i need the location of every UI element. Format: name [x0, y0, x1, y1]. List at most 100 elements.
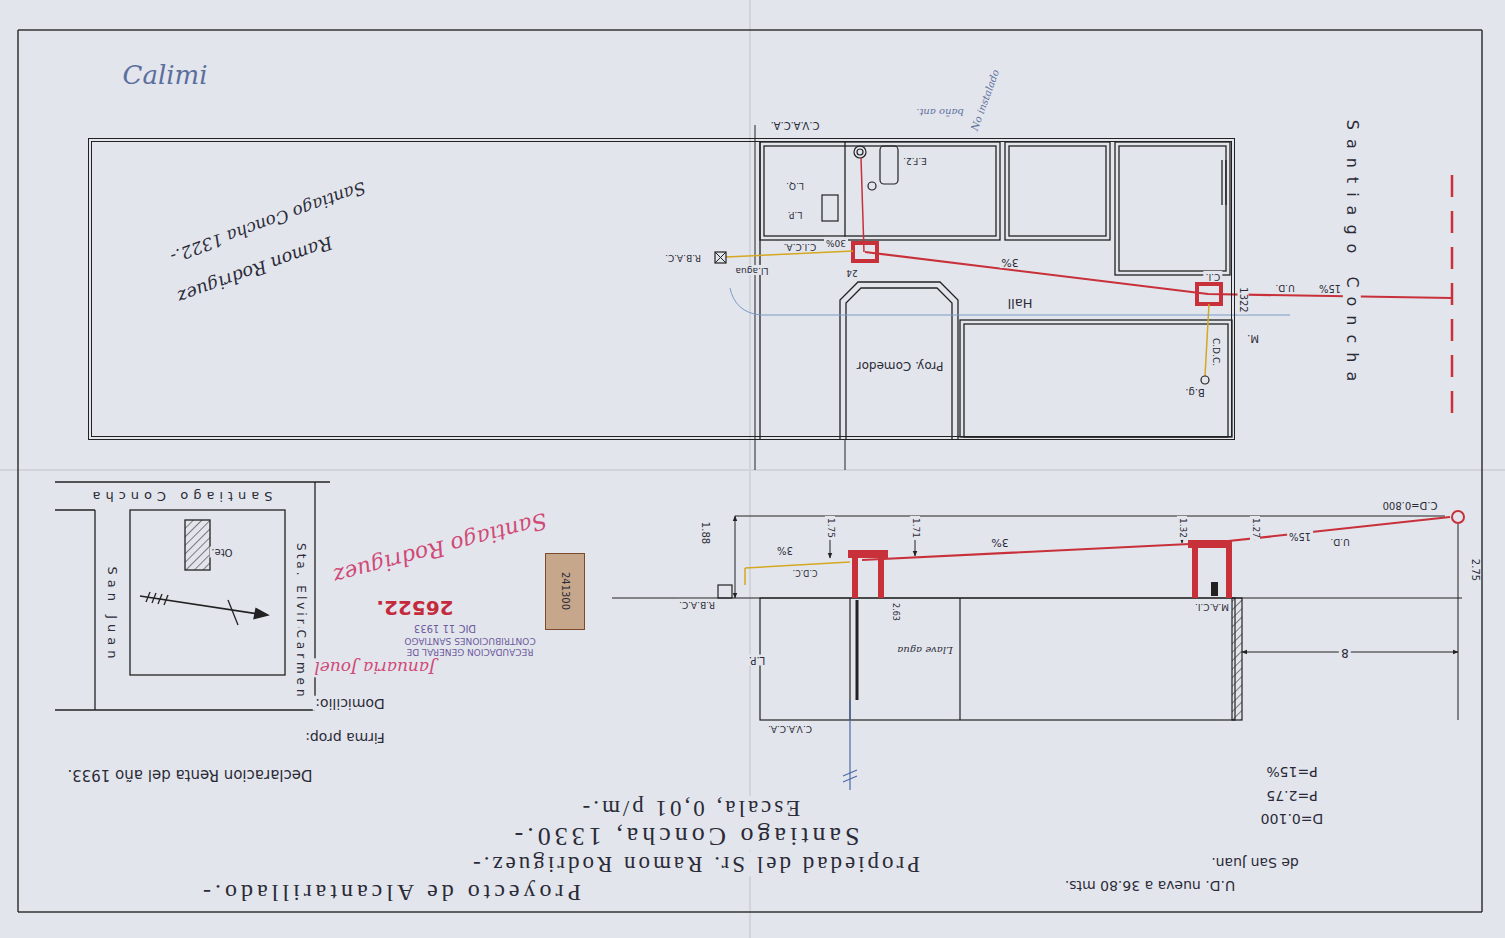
plan-walls-part — [1009, 146, 1106, 236]
plan-annotation: 3% — [775, 545, 795, 556]
plan-walls-part — [760, 142, 1000, 240]
sanitary-fixtures-part — [880, 146, 898, 184]
sewer-pipes-plan-part — [715, 252, 726, 263]
manhole-section-part — [1188, 540, 1232, 548]
sewer-pipes-plan — [715, 158, 1452, 425]
plan-annotation: Escala, 0,01 p/m.- — [578, 795, 803, 820]
plan-annotation: Propiedad del Sr. Ramon Rodriguez.- — [468, 851, 922, 876]
plan-annotation: Santiago Concha — [85, 489, 274, 503]
sanitary-fixtures-part — [822, 195, 838, 221]
revenue-stamp: 241300 — [545, 553, 585, 630]
plan-annotation: Sta. Elvira — [293, 541, 306, 639]
plan-annotation: C.I. — [1204, 271, 1223, 281]
plan-annotation: U.D. — [1328, 536, 1351, 546]
plan-walls-part — [1115, 142, 1230, 275]
sheet-frame-part — [18, 29, 1482, 31]
plan-annotation: Santiago Concha, 1330.- — [508, 822, 861, 851]
plan-annotation: Declaracion Renta del año 1933. — [65, 767, 314, 784]
sanitary-fixtures-part — [868, 182, 876, 190]
location-map-part — [130, 510, 285, 675]
section-drawing-part — [760, 598, 1235, 720]
manhole-section-part — [1211, 582, 1218, 596]
plan-annotation: D=0.100 — [1259, 810, 1326, 825]
plan-annotation: C.D.C. — [791, 568, 820, 577]
plan-annotation: San Juan — [105, 565, 119, 666]
sewer-pipes-plan-part — [853, 243, 877, 261]
location-map-part — [55, 481, 330, 482]
plan-annotation: Santiago Rodriguez — [329, 507, 552, 588]
plan-annotation: Llave agua — [895, 645, 954, 656]
plan-annotation: C.D=0.800 — [1381, 500, 1440, 511]
plan-walls-part — [845, 440, 846, 470]
sanitary-fixtures-part — [854, 146, 866, 158]
node-text: Santiago Concha 1322.- — [166, 177, 370, 266]
sheet-frame — [18, 30, 1482, 912]
plan-annotation: 30% — [824, 237, 848, 247]
section-drawing-part — [1232, 598, 1242, 720]
plan-annotation: de San Juan. — [1209, 854, 1301, 869]
sewer-pipes-plan-part — [1451, 175, 1454, 425]
sanitary-fixtures — [822, 146, 898, 221]
sewer-pipes-plan-part — [1197, 284, 1221, 304]
location-map-part — [55, 709, 315, 710]
location-map-part — [152, 593, 156, 603]
paper-crease-part — [0, 469, 1505, 471]
section-drawing-part — [849, 700, 850, 790]
sewer-pipes-plan-part — [715, 252, 726, 263]
plan-annotation: M. — [1245, 333, 1261, 344]
section-drawing-part — [862, 517, 1450, 560]
location-map-part — [228, 600, 238, 625]
plan-annotation: 1.71 — [910, 516, 920, 540]
location-map-part — [140, 596, 265, 615]
sanitary-fixtures-part — [857, 149, 863, 155]
plan-annotation: Domicilio: — [313, 695, 387, 710]
plan-walls-part — [1225, 160, 1226, 205]
plan-annotation: Calimi — [121, 61, 210, 90]
plan-walls-part — [1119, 146, 1226, 271]
sheet-frame-part — [18, 911, 1482, 913]
plan-annotation: 2.75 — [1470, 557, 1481, 583]
plan-walls-part — [755, 125, 756, 470]
plan-walls-part — [1005, 142, 1110, 240]
location-map-part — [185, 520, 210, 570]
plan-annotation: C.I.C.A. — [782, 241, 819, 251]
plan-annotation: Ll.agua — [734, 265, 771, 275]
manhole-section-part — [1192, 548, 1198, 598]
plan-annotation: P=2.75 — [1264, 787, 1319, 802]
location-map — [55, 482, 330, 710]
sewer-pipes-plan-part — [760, 315, 1290, 316]
plan-annotation: U.D. nueva a 36.80 mts. — [1063, 877, 1237, 892]
plan-annotation: M.A.C.I. — [1193, 601, 1231, 611]
plan-annotation: C.V.A.C.A. — [769, 120, 822, 131]
location-map-part — [158, 594, 162, 604]
section-drawing — [612, 511, 1464, 790]
plan-annotation: B.g. — [1183, 387, 1207, 398]
drawing-title: Proyecto de Alcantarillado.- — [197, 880, 583, 906]
room-area: Proy. Comedor — [845, 330, 955, 400]
sewer-pipes-plan-part — [730, 288, 760, 315]
plan-annotation: Firma prop: — [303, 729, 387, 744]
sheet-frame-part — [17, 30, 19, 912]
plan-annotation: Santiago Concha — [1343, 118, 1361, 393]
manhole-section-part — [852, 558, 858, 598]
plan-walls-part — [964, 324, 1228, 437]
plan-walls-part — [846, 288, 952, 440]
plan-annotation: 3% — [999, 256, 1020, 268]
location-map-part — [254, 609, 268, 619]
plan-annotation: 1.32 — [1177, 516, 1187, 540]
plan-annotation: 15% — [1287, 531, 1313, 542]
property-outline: Ramon RodriguezSantiago Concha 1322.-Pro… — [88, 138, 1235, 440]
location-map-part — [55, 509, 95, 510]
manhole-section-part — [848, 550, 888, 558]
sewer-pipes-plan-part — [865, 252, 1452, 298]
plan-annotation: 1322 — [1238, 285, 1249, 314]
plan-annotation: 24 — [844, 267, 859, 277]
plan-walls-part — [844, 142, 845, 240]
section-drawing-part — [843, 776, 857, 782]
plan-annotation: E.F.2. — [901, 155, 929, 165]
plan-annotation: L.P. — [747, 655, 767, 666]
plan-annotation: DIC 11 1933 — [412, 623, 478, 634]
manhole-section-part — [1226, 548, 1232, 598]
plan-annotation: baño ant. — [914, 107, 966, 118]
